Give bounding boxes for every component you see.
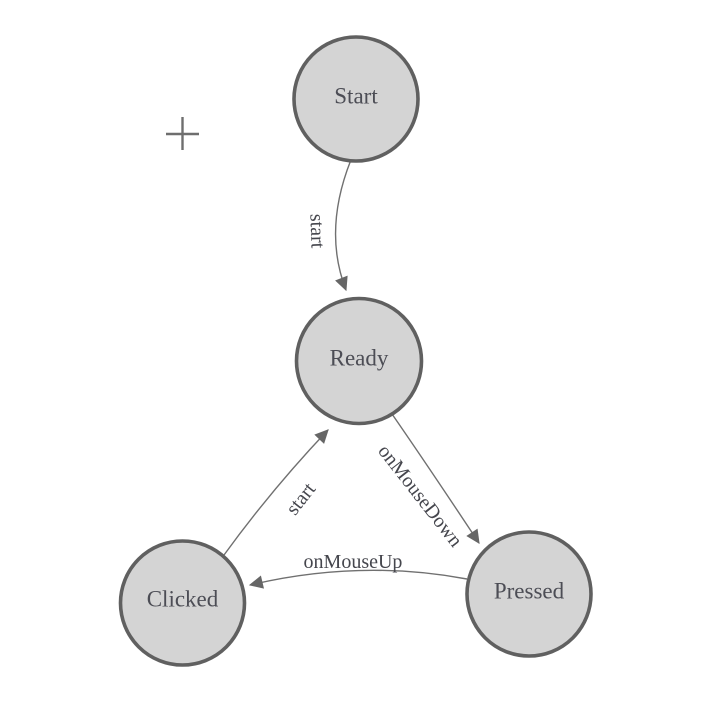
- state-circle-clicked: [118, 539, 247, 667]
- state-label-ready: Ready: [330, 346, 389, 371]
- transition-ready-to-pressed[interactable]: [391, 413, 480, 544]
- state-node-start[interactable]: Start: [292, 35, 420, 163]
- transition-label-pressed-to-clicked[interactable]: onMouseUp: [304, 551, 403, 573]
- transition-label-ready-to-pressed[interactable]: onMouseDown: [373, 441, 466, 552]
- state-node-pressed[interactable]: Pressed: [465, 530, 593, 658]
- state-circle-start: [292, 35, 420, 163]
- transition-pressed-to-clicked[interactable]: [248, 569, 468, 589]
- transition-clicked-to-ready[interactable]: [223, 429, 329, 556]
- state-circle-pressed: [465, 530, 593, 658]
- state-node-ready[interactable]: Ready: [294, 296, 424, 426]
- transition-label-start-to-ready[interactable]: start: [305, 213, 328, 249]
- state-node-clicked[interactable]: Clicked: [118, 539, 247, 667]
- transition-start-to-ready[interactable]: [334, 160, 352, 292]
- state-label-pressed: Pressed: [494, 579, 565, 604]
- crosshair-plus-icon: [166, 117, 199, 150]
- transition-label-clicked-to-ready[interactable]: start: [282, 478, 321, 519]
- state-circle-ready: [294, 296, 424, 426]
- state-label-start: Start: [334, 84, 378, 109]
- state-label-clicked: Clicked: [147, 587, 219, 612]
